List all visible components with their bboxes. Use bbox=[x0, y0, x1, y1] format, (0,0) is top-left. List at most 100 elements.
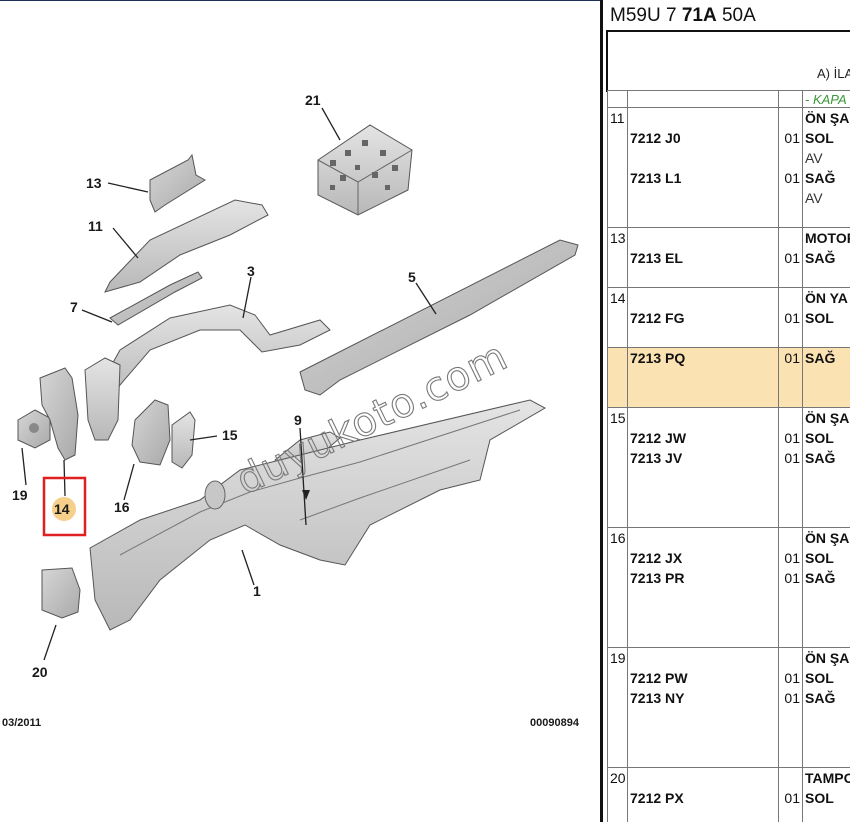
part-reference[interactable]: 7213 NY bbox=[630, 690, 685, 706]
part-21-fastener-kit bbox=[317, 124, 413, 216]
desc-line: SOL bbox=[805, 790, 834, 806]
callout-11[interactable]: 11 bbox=[88, 218, 103, 234]
desc-line: SAĞ bbox=[805, 450, 836, 466]
catalog-code: M59U 7 71A 50A bbox=[610, 5, 756, 26]
desc-line: SAĞ bbox=[805, 250, 836, 266]
desc-line: SOL bbox=[805, 430, 834, 446]
ref-cell: 7213 PQ bbox=[627, 347, 779, 408]
row-number: 20 bbox=[607, 767, 628, 822]
part-16-bracket bbox=[131, 399, 171, 466]
row-number bbox=[607, 347, 628, 408]
part-13-bracket bbox=[149, 153, 206, 213]
part-reference[interactable]: 7212 J0 bbox=[630, 130, 681, 146]
qty-cell: 01 bbox=[778, 287, 803, 348]
callout-14[interactable]: 14 bbox=[54, 501, 70, 517]
desc-line: AV bbox=[805, 190, 823, 206]
part-quantity: 01 bbox=[784, 250, 800, 266]
ref-cell: 7212 PX bbox=[627, 767, 779, 822]
desc-line: SOL bbox=[805, 130, 834, 146]
part-quantity: 01 bbox=[784, 670, 800, 686]
ref-cell: 7212 JW 7213 JV bbox=[627, 407, 779, 528]
callout-3[interactable]: 3 bbox=[247, 263, 255, 279]
ref-cell: 7213 EL bbox=[627, 227, 779, 288]
part-reference[interactable]: 7212 FG bbox=[630, 310, 685, 326]
desc-line: SAĞ bbox=[805, 690, 836, 706]
qty-cell: 01 01 bbox=[778, 107, 803, 228]
part-reference[interactable]: 7212 JW bbox=[630, 430, 687, 446]
callout-1[interactable]: 1 bbox=[253, 583, 261, 599]
part-quantity: 01 bbox=[784, 550, 800, 566]
callout-16[interactable]: 16 bbox=[114, 499, 130, 515]
desc-line: SOL bbox=[805, 670, 834, 686]
leader-lines bbox=[21, 107, 437, 661]
part-quantity: 01 bbox=[784, 170, 800, 186]
callout-5[interactable]: 5 bbox=[408, 269, 416, 285]
part-1-main-frame bbox=[89, 399, 547, 631]
desc-cell: MOTOR SAĞ bbox=[802, 227, 850, 288]
callout-7[interactable]: 7 bbox=[70, 299, 78, 315]
callout-20[interactable]: 20 bbox=[32, 664, 48, 680]
part-11-rail bbox=[104, 199, 269, 293]
part-reference[interactable]: 7213 JV bbox=[630, 450, 683, 466]
desc-line: SOL bbox=[805, 310, 834, 326]
desc-line: SOL bbox=[805, 550, 834, 566]
desc-cell: TAMPO SOL bbox=[802, 767, 850, 822]
callout-21[interactable]: 21 bbox=[305, 92, 321, 108]
callout-15[interactable]: 15 bbox=[222, 427, 238, 443]
section-title: A) İLA bbox=[817, 66, 850, 81]
row-number: 15 bbox=[607, 407, 628, 528]
subheader-text: - KAPA bbox=[805, 92, 847, 107]
panel-divider bbox=[600, 0, 603, 822]
part-reference[interactable]: 7213 L1 bbox=[630, 170, 682, 186]
callout-14-marker bbox=[52, 497, 76, 521]
part-reference[interactable]: 7213 PR bbox=[630, 570, 685, 586]
part-quantity: 01 bbox=[784, 310, 800, 326]
row-number: 11 bbox=[607, 107, 628, 228]
desc-line: TAMPO bbox=[805, 770, 850, 786]
drawing-number: 00090894 bbox=[530, 717, 580, 729]
part-quantity: 01 bbox=[784, 350, 800, 366]
part-quantity: 01 bbox=[784, 450, 800, 466]
desc-line: AV bbox=[805, 150, 823, 166]
diagram-date: 03/2011 bbox=[2, 717, 41, 729]
part-reference[interactable]: 7213 EL bbox=[630, 250, 683, 266]
callout-19[interactable]: 19 bbox=[12, 487, 28, 503]
part-reference[interactable]: 7213 PQ bbox=[630, 350, 686, 366]
top-border bbox=[0, 0, 600, 1]
callout-9[interactable]: 9 bbox=[294, 412, 302, 428]
section-header-box bbox=[606, 30, 850, 92]
desc-line: MOTOR bbox=[805, 230, 850, 246]
desc-cell: ÖN ŞA SOL SAĞ bbox=[802, 647, 850, 768]
highlight-box bbox=[42, 476, 87, 537]
desc-line: ÖN ŞA bbox=[805, 110, 850, 126]
part-quantity: 01 bbox=[784, 570, 800, 586]
part-reference[interactable]: 7212 PW bbox=[630, 670, 688, 686]
part-quantity: 01 bbox=[784, 130, 800, 146]
callout-13[interactable]: 13 bbox=[86, 175, 102, 191]
part-14-panel bbox=[39, 367, 79, 461]
part-19-mount bbox=[17, 409, 51, 449]
desc-line: ÖN ŞA bbox=[805, 530, 850, 546]
part-upright bbox=[84, 357, 121, 441]
part-reference[interactable]: 7212 JX bbox=[630, 550, 683, 566]
part-reference[interactable]: 7212 PX bbox=[630, 790, 684, 806]
qty-cell: 01 bbox=[778, 767, 803, 822]
desc-line: ÖN ŞA bbox=[805, 650, 850, 666]
ref-cell: 7212 PW 7213 NY bbox=[627, 647, 779, 768]
desc-line: SAĞ bbox=[805, 170, 836, 186]
desc-cell: SAĞ bbox=[802, 347, 850, 408]
